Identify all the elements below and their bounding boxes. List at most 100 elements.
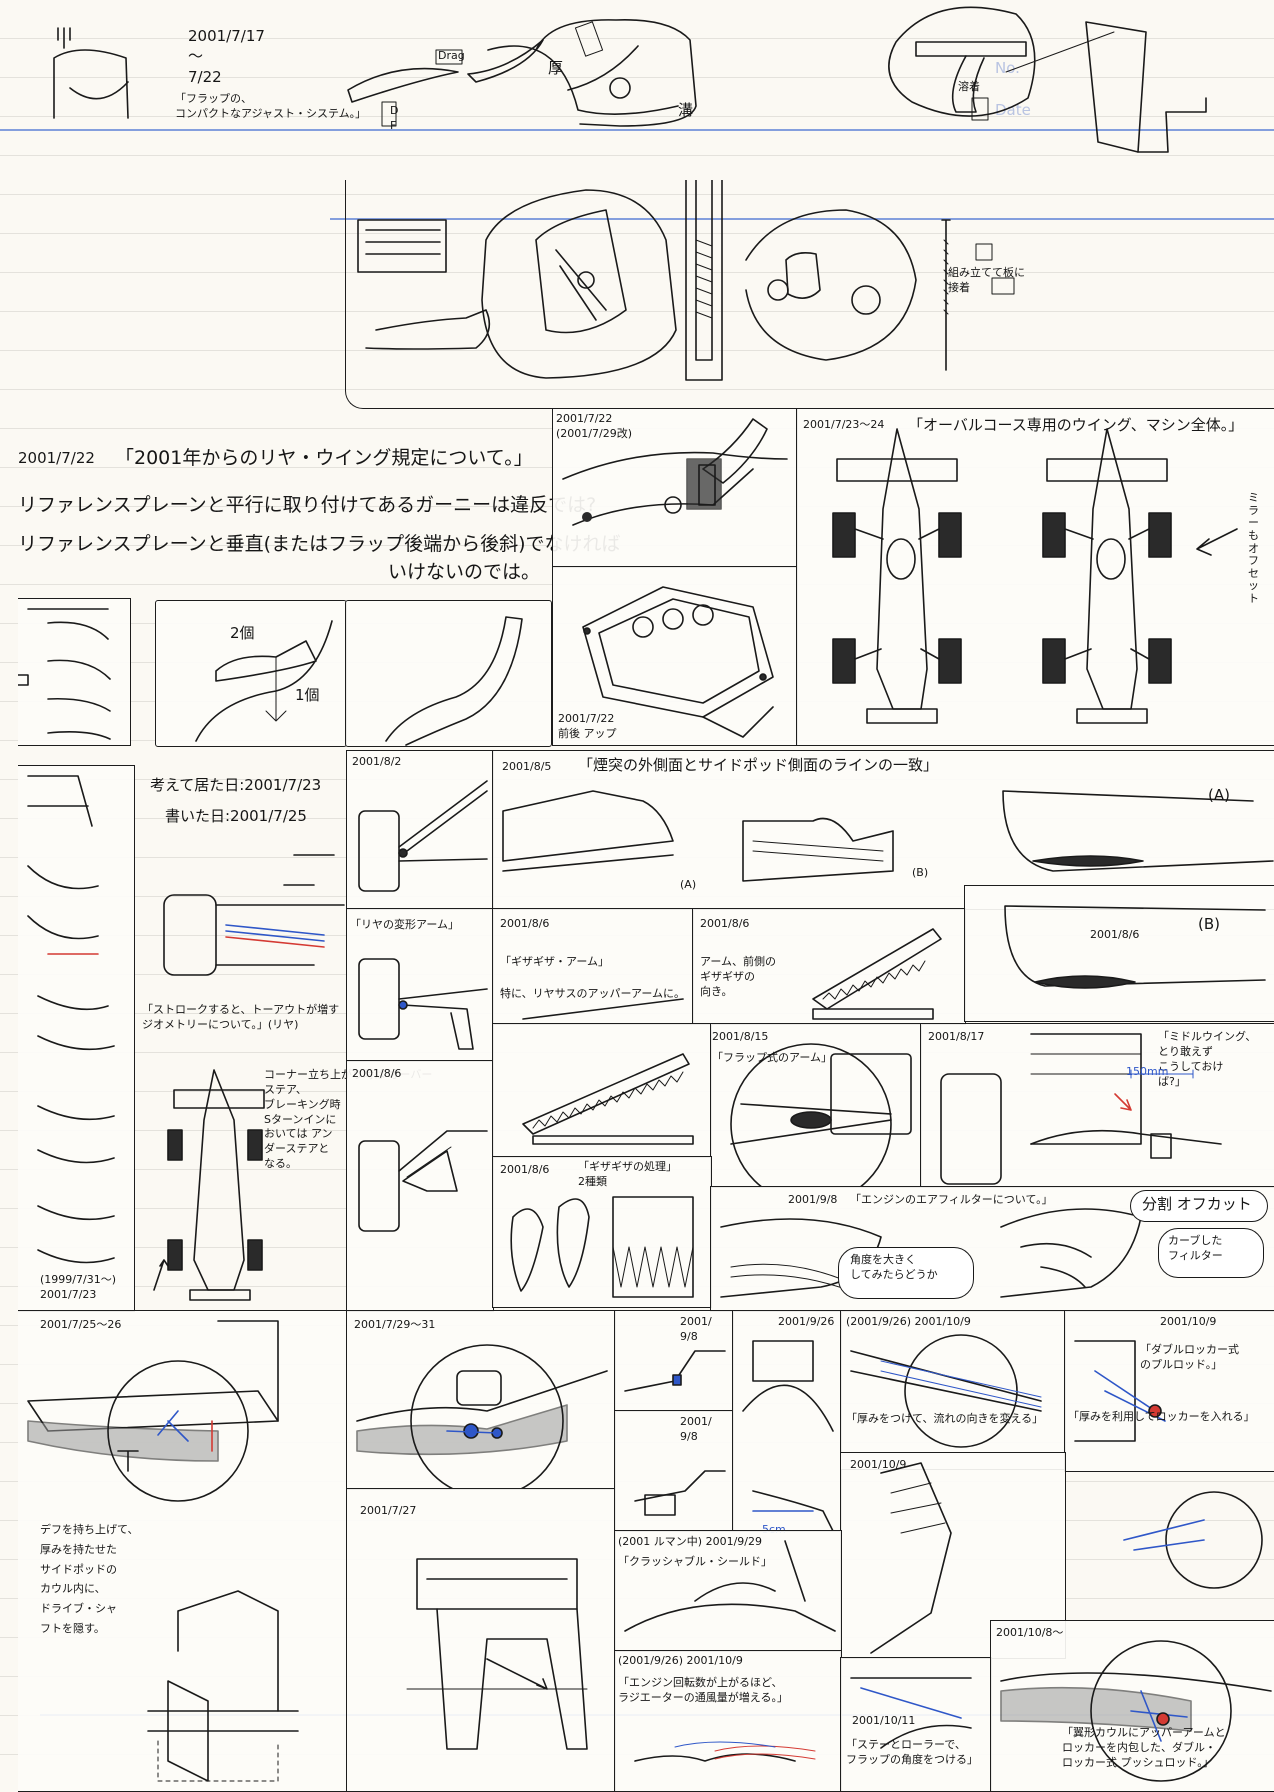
note-22-title: 「クラッシャブル・シールド」: [618, 1555, 772, 1568]
panel-rear-arm-3: [346, 1060, 494, 1312]
panel-gearbox: [552, 566, 798, 746]
panel-double-rocker: [1064, 1310, 1274, 1472]
panel-middle-wing: [920, 1023, 1274, 1188]
panel-flap-clamp: [552, 408, 798, 568]
panel-drive-shaft: [18, 1310, 347, 1792]
note-25-title: 「ステーとローラーで、 フラップの角度をつける」: [846, 1738, 978, 1766]
note-25-date: 2001/10/11: [852, 1714, 916, 1727]
thick-label: 厚: [548, 59, 564, 77]
panel-flap-mechanism: [345, 180, 1274, 409]
note-10-date: 2001/8/6: [1090, 928, 1140, 941]
note-26-date: 2001/10/8〜: [996, 1626, 1064, 1639]
note-5-question: 「ストロークすると、トーアウトが増す ジオメトリーについて。」(リヤ): [142, 1003, 340, 1031]
panel-zigzag-direction: [692, 908, 966, 1025]
note-7-a-label: (A): [680, 878, 697, 891]
note-23-date: (2001/9/26) 2001/10/9: [618, 1654, 743, 1667]
note-16-date: 2001/7/29〜31: [354, 1318, 436, 1331]
note-12-title: 「ミドルウイング、 とり敢えず こうしておけ ば?」: [1158, 1030, 1257, 1088]
note-18-date: 2001/ 9/8: [680, 1315, 712, 1343]
panel-oval-car: [796, 408, 1274, 746]
sketch-flap-mount: [876, 2, 1236, 162]
note-7-b-label-2: (B): [1198, 915, 1220, 933]
weld-label: 溶着: [958, 80, 980, 93]
note-5-date: (1999/7/31〜) 2001/7/23: [40, 1273, 116, 1301]
faint-date-label: Date: [995, 101, 1031, 119]
gurney-one-label: 1個: [295, 686, 320, 704]
panel-stay-roller: [840, 1657, 992, 1792]
note-15-text: デフを持ち上げて、 厚みを持たせた サイドポッドの カウル内に、 ドライブ・シャ…: [40, 1523, 139, 1635]
note-2-line1: リファレンスプレーンと平行に取り付けてあるガーニーは違反では?: [18, 494, 597, 516]
panel-flow-direction: [840, 1310, 1066, 1470]
note-6b-date: 2001/8/6: [352, 1067, 402, 1080]
note-20-date: (2001/9/26) 2001/10/9: [846, 1315, 971, 1328]
note-5-line1: 考えて居た日:2001/7/23: [150, 776, 322, 794]
note-13-date: 2001/8/6: [500, 1163, 550, 1176]
note-8-title: 「ギザギザ・アーム」: [500, 955, 610, 968]
assemble-label: 組み立てて板に 接着: [948, 266, 1025, 294]
speech-bubble-angle: [838, 1247, 974, 1299]
note-3b-date: 2001/7/22 前後 アップ: [558, 712, 617, 740]
panel-radiator: [732, 1310, 842, 1532]
blue-rule-2: [330, 218, 1274, 220]
note-15-date: 2001/7/25〜26: [40, 1318, 122, 1331]
note-7-b-label: (B): [912, 866, 929, 879]
sketch-pushrod-wheel: [1064, 1470, 1274, 1620]
note-8-date: 2001/8/6: [500, 917, 550, 930]
note-22-date: (2001 ルマン中) 2001/9/29: [618, 1535, 762, 1548]
panel-flap-arm: [710, 1023, 922, 1188]
panel-rear-suspension: [346, 1310, 616, 1490]
note-14-title: 「エンジンのエアフィルターについて。」: [850, 1193, 1053, 1206]
note-11-title: 「フラップ式のアーム」: [712, 1051, 833, 1064]
sketch-gurney-side: [345, 600, 552, 747]
panel-zigzag-arm-2: [492, 1023, 712, 1158]
sketch-rear-geometry: [134, 845, 346, 1010]
panel-radiator-flow: [614, 1650, 842, 1792]
note-12-mm: 150mm: [1126, 1065, 1169, 1078]
panel-zigzag-arm: [492, 908, 694, 1025]
panel-chimney-b: [964, 885, 1274, 1022]
blue-rule-top: [0, 129, 1274, 131]
note-6-title: 「リヤの変形アーム」: [350, 918, 460, 931]
note-21-date: 2001/10/9: [1160, 1315, 1217, 1328]
note-14-bubble1: 角度を大きく してみたらどうか: [850, 1253, 938, 1281]
sketch-car-topview: [134, 1060, 346, 1310]
note-9-date: 2001/8/6: [700, 917, 750, 930]
panel-wing-column: [18, 765, 135, 1312]
note-4-side: ミラーもオフセット: [1248, 491, 1259, 606]
note-6-date: 2001/8/2: [352, 755, 402, 768]
note-3-date: 2001/7/22 (2001/7/29改): [556, 412, 632, 440]
note-1-title: 「フラップの、 コンパクトなアジャスト・システム。」: [175, 92, 367, 120]
note-14-date: 2001/9/8: [788, 1193, 838, 1206]
sketch-gurney-two: [155, 600, 347, 747]
sketch-wing-elements: [18, 598, 131, 746]
note-24-date: 2001/10/9: [850, 1458, 907, 1471]
gurney-two-label: 2個: [230, 624, 255, 642]
sketch-wing-bubble: [520, 10, 720, 130]
note-2-line3: いけないのでは。: [388, 561, 541, 583]
note-7-a-label-2: (A): [1208, 786, 1230, 804]
note-4-title: 「オーバルコース専用のウイング、マシン全体。」: [908, 416, 1244, 434]
panel-wing-cowl: [990, 1620, 1274, 1792]
panel-zigzag-treatment: [492, 1156, 712, 1308]
note-17-date: 2001/7/27: [360, 1504, 417, 1517]
note-1-date: 2001/7/17 〜 7/22: [188, 27, 265, 86]
panel-rear-arm-2: [346, 908, 494, 1062]
note-21-sub: 「厚みを利用してロッカーを入れる」: [1068, 1410, 1255, 1423]
note-19-date: 2001/9/26: [778, 1315, 835, 1328]
note-20-title: 「厚みをつけて、流れの向きを変える」: [846, 1412, 1044, 1425]
note-12-date: 2001/8/17: [928, 1030, 985, 1043]
note-9-text: アーム、前側の ギザギザの 向き。: [700, 955, 777, 998]
note-8-sub: 特に、リヤサスのアッパーアームに。: [500, 987, 686, 1000]
note-2-line2: リファレンスプレーンと垂直(またはフラップ後端から後斜)でなければ: [18, 533, 621, 555]
note-18b-date: 2001/ 9/8: [680, 1415, 712, 1443]
note-13-title: 「ギザギザの処理」 2種類: [578, 1160, 677, 1188]
note-14-bubble2: 分割 オフカット: [1142, 1195, 1252, 1213]
panel-small-2: [614, 1410, 734, 1532]
df-label-1: D F: [390, 104, 399, 132]
note-11-date: 2001/8/15: [712, 1030, 769, 1043]
note-7-date: 2001/8/5: [502, 760, 552, 773]
panel-cowl-shaft: [346, 1488, 616, 1792]
note-21-title: 「ダブルロッカー式 のプルロッド。」: [1140, 1343, 1239, 1371]
note-5-line2: 書いた日:2001/7/25: [165, 807, 307, 825]
